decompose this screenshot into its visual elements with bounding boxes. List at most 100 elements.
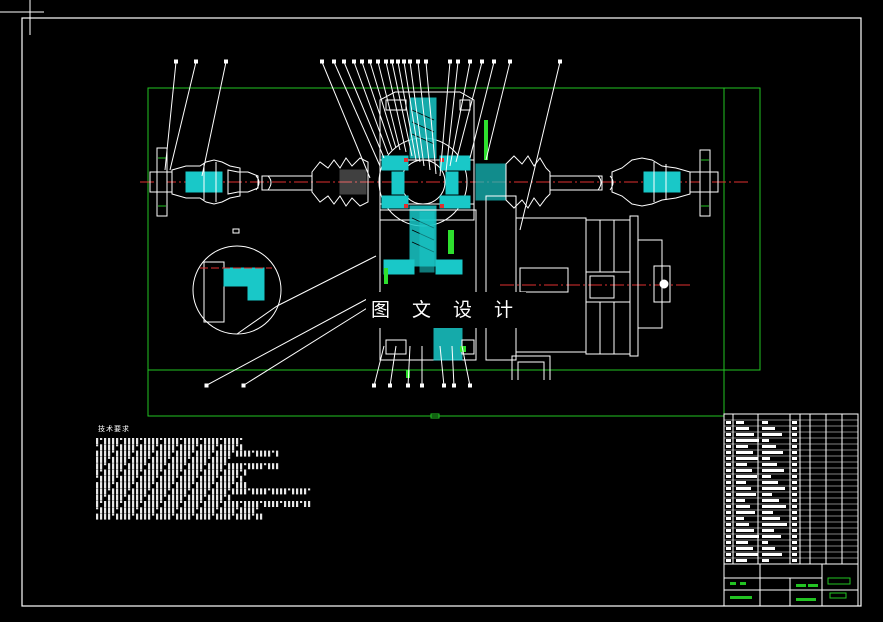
parts-entry-material [762, 475, 771, 478]
note-glyph [192, 456, 195, 463]
note-glyph [192, 475, 195, 482]
parts-entry-name [736, 481, 746, 484]
note-glyph [244, 501, 247, 507]
note-glyph [164, 463, 167, 466]
leader-tag [406, 383, 410, 388]
note-glyph [108, 469, 111, 476]
note-glyph [224, 482, 227, 489]
note-glyph [132, 507, 135, 514]
note-glyph [180, 488, 183, 495]
note-glyph [124, 494, 127, 497]
note-glyph [192, 469, 195, 476]
note-glyph [184, 482, 187, 489]
note-glyph [156, 513, 159, 520]
note-glyph [192, 507, 195, 514]
note-glyph [100, 507, 103, 514]
note-glyph [264, 450, 267, 457]
note-glyph [224, 450, 227, 457]
leader-tag [224, 59, 228, 64]
note-glyph [168, 463, 171, 470]
note-glyph [152, 488, 155, 495]
parts-entry-qty [792, 445, 797, 448]
note-glyph [152, 444, 155, 451]
leader-tag [448, 59, 452, 64]
note-glyph [232, 444, 235, 451]
note-glyph [160, 488, 163, 495]
note-glyph [120, 501, 123, 503]
parts-entry-material [762, 427, 775, 430]
note-glyph [200, 488, 203, 495]
title-block-marks [730, 582, 818, 601]
note-glyph [204, 482, 207, 489]
note-glyph [268, 450, 271, 457]
note-glyph [212, 507, 215, 514]
note-glyph [212, 475, 215, 482]
note-glyph [172, 475, 175, 482]
note-glyph [104, 438, 107, 444]
note-glyph [260, 463, 263, 470]
note-glyph [232, 475, 235, 482]
note-glyph [144, 438, 147, 444]
note-glyph [156, 482, 159, 489]
leader-line [469, 61, 495, 159]
note-glyph [156, 507, 159, 510]
note-glyph [136, 444, 139, 447]
note-glyph [228, 507, 231, 514]
leader-line [403, 61, 421, 163]
note-glyph [176, 463, 179, 470]
note-glyph [228, 456, 231, 459]
note-glyph [160, 456, 163, 463]
note-glyph [212, 494, 215, 501]
parts-entry-qty [792, 427, 797, 430]
note-glyph [244, 488, 247, 495]
parts-entry-name [736, 559, 747, 562]
note-glyph [232, 438, 235, 444]
right-flange [689, 149, 719, 217]
note-glyph [180, 444, 183, 451]
note-glyph [104, 456, 107, 463]
parts-entry-name [736, 487, 751, 490]
note-glyph [144, 444, 147, 451]
note-glyph [260, 488, 263, 495]
note-glyph [156, 456, 159, 463]
leader-line [407, 345, 411, 387]
note-glyph [236, 469, 239, 476]
note-glyph [272, 450, 275, 453]
note-glyph [224, 438, 227, 444]
note-glyph [164, 494, 167, 497]
parts-list-entries [726, 421, 797, 562]
note-glyph [112, 513, 115, 516]
parts-entry-qty [792, 451, 797, 454]
leader-line [409, 61, 425, 167]
note-glyph [184, 438, 187, 444]
note-glyph [112, 463, 115, 470]
parts-entry-name [736, 475, 757, 478]
note-glyph [208, 513, 211, 520]
parts-entry-name [736, 427, 749, 430]
note-glyph [208, 438, 211, 444]
note-glyph [140, 494, 143, 501]
note-glyph [196, 501, 199, 507]
note-glyph [224, 475, 227, 482]
note-glyph [272, 501, 275, 507]
parts-entry-name [736, 529, 754, 532]
note-glyph [120, 469, 123, 472]
note-glyph [124, 488, 127, 495]
note-glyph [116, 482, 119, 489]
note-glyph [116, 450, 119, 457]
note-glyph [200, 482, 203, 489]
note-glyph [188, 456, 191, 459]
note-glyph [268, 501, 271, 507]
parts-entry-name [736, 517, 744, 520]
note-glyph [176, 450, 179, 457]
note-glyph [240, 507, 243, 514]
note-glyph [208, 456, 211, 459]
note-glyph [208, 444, 211, 451]
note-glyph [168, 494, 171, 501]
parts-entry-qty [792, 421, 797, 424]
parts-entry-name [736, 433, 754, 436]
note-glyph [244, 469, 247, 476]
reduction-gear [379, 209, 477, 361]
note-glyph [100, 438, 103, 440]
